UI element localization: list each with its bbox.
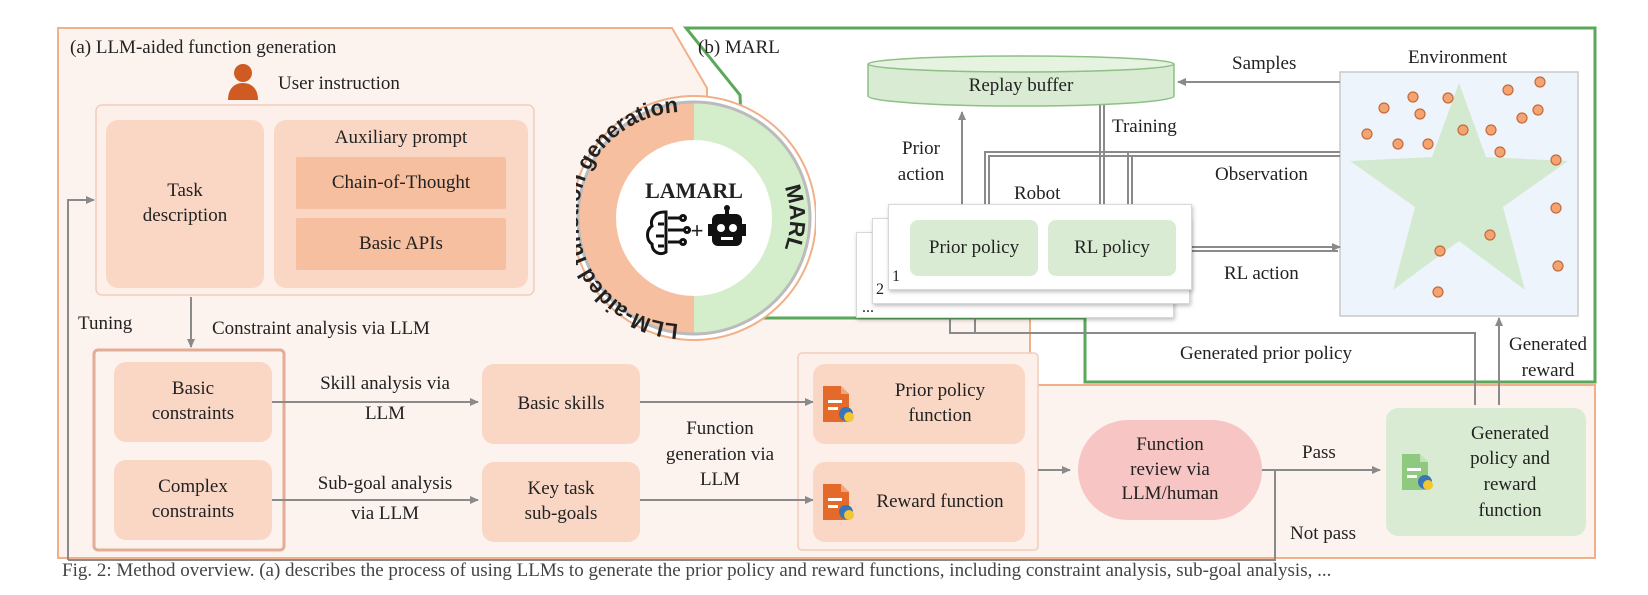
generated-reward-label: Generated reward: [1502, 332, 1594, 383]
card-number-2: 2: [876, 281, 884, 298]
generated-policy-line4: function: [1478, 499, 1542, 521]
observation-label: Observation: [1215, 164, 1308, 185]
environment-robots: [1361, 76, 1564, 298]
environment-label: Environment: [1408, 47, 1508, 68]
complex-constraints-line2: constraints: [151, 501, 235, 522]
prior-policy-function-box: Prior policy function: [813, 364, 1025, 444]
function-review-line3: LLM/human: [1121, 483, 1219, 505]
generated-policy-box: Generated policy and reward function: [1386, 408, 1586, 536]
person-icon: [228, 64, 258, 100]
skill-analysis-line1: Skill analysis via: [320, 373, 450, 394]
function-generation-line2: generation via: [665, 443, 775, 465]
prior-action-line2: action: [897, 163, 945, 185]
environment-star: [1350, 83, 1568, 290]
key-task-line2: sub-goals: [524, 503, 598, 524]
subgoal-analysis-line2: via LLM: [350, 502, 420, 524]
key-task-line1: Key task: [527, 478, 595, 500]
generated-policy-line1: Generated: [1470, 422, 1550, 444]
replay-buffer-label: Replay buffer: [968, 75, 1074, 96]
chain-of-thought-box: Chain-of-Thought: [296, 157, 506, 209]
training-label: Training: [1112, 116, 1177, 137]
generated-prior-policy-label: Generated prior policy: [1180, 343, 1352, 364]
function-generation-line3: LLM: [699, 469, 741, 491]
prior-policy-function-line1: Prior policy: [894, 380, 986, 402]
prior-policy-function-line2: function: [908, 405, 972, 426]
rl-action-label: RL action: [1224, 263, 1299, 284]
reward-function-box: Reward function: [813, 462, 1025, 542]
basic-constraints-box: Basic constraints: [114, 362, 272, 442]
rl-policy-box: RL policy: [1048, 220, 1176, 276]
basic-apis-box: Basic APIs: [296, 218, 506, 270]
function-review-box: Function review via LLM/human: [1078, 420, 1262, 520]
brain-circuit-icon: [646, 210, 691, 256]
python-file-icon: [823, 386, 854, 422]
generated-reward-line1: Generated: [1508, 334, 1588, 355]
lamarl-title: LAMARL: [645, 178, 743, 203]
complex-constraints-line1: Complex: [158, 476, 228, 498]
function-generation-label: Function generation via LLM: [640, 416, 800, 493]
key-task-subgoals-box: Key task sub-goals: [482, 462, 640, 542]
samples-label: Samples: [1232, 53, 1297, 74]
function-review-line1: Function: [1136, 433, 1204, 455]
constraints-container: [92, 348, 286, 552]
task-description-line1: Task: [167, 180, 203, 202]
subgoal-analysis-label: Sub-goal analysis via LLM: [296, 472, 474, 526]
lamarl-emblem: LLM-aided function generation MARL LAMAR…: [576, 92, 816, 344]
robot-head-icon: [708, 205, 746, 246]
task-description-line2: description: [142, 205, 228, 226]
panel-b-title: (b) MARL: [698, 37, 780, 58]
generated-policy-line2: policy and: [1470, 448, 1550, 470]
function-review-line2: review via: [1130, 458, 1210, 480]
basic-skills-box: Basic skills: [482, 364, 640, 444]
auxiliary-prompt-label: Auxiliary prompt: [334, 127, 468, 148]
constraint-analysis-label: Constraint analysis via LLM: [212, 318, 430, 339]
generated-reward-line2: reward: [1521, 359, 1575, 381]
card-number-3: ...: [862, 299, 874, 316]
figure-caption: Fig. 2: Method overview. (a) describes t…: [62, 560, 1332, 581]
generated-policy-line3: reward: [1483, 474, 1537, 495]
tuning-label: Tuning: [78, 313, 133, 334]
basic-constraints-line2: constraints: [151, 403, 235, 424]
prior-policy-box: Prior policy: [910, 220, 1038, 276]
plus-sign: +: [691, 218, 704, 243]
not-pass-label: Not pass: [1290, 523, 1356, 544]
prior-action-label: Prior action: [886, 136, 956, 187]
card-number-1: 1: [892, 268, 900, 285]
python-file-icon: [823, 484, 854, 520]
pass-label: Pass: [1302, 442, 1336, 463]
python-file-icon: [1402, 454, 1433, 490]
replay-buffer-cylinder: [867, 55, 1175, 107]
reward-function-label: Reward function: [876, 490, 1004, 512]
subgoal-analysis-line1: Sub-goal analysis: [317, 473, 453, 494]
panel-a-title: (a) LLM-aided function generation: [70, 37, 337, 58]
task-description-box: Task description: [106, 120, 264, 288]
skill-analysis-label: Skill analysis via LLM: [300, 372, 470, 426]
function-generation-line1: Function: [686, 418, 754, 439]
prior-action-line1: Prior: [902, 138, 940, 159]
user-instruction-label: User instruction: [278, 73, 400, 94]
complex-constraints-box: Complex constraints: [114, 460, 272, 540]
skill-analysis-line2: LLM: [364, 402, 406, 424]
robot-label: Robot: [1014, 183, 1061, 204]
basic-constraints-line1: Basic: [171, 378, 215, 400]
